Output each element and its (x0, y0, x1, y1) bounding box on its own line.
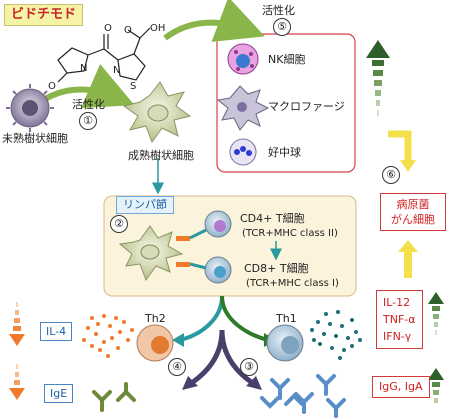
decrease-arrow-ige-icon (9, 364, 25, 400)
cd4-label: CD4+ T細胞 (240, 212, 305, 225)
neutrophil-icon (229, 138, 257, 166)
step4-arrow (188, 329, 225, 387)
th1-cytokines-box: IL-12 TNF-α IFN-γ (376, 290, 423, 349)
activation-label-1: 活性化 (72, 98, 105, 111)
step-3-badge: ③ (240, 358, 258, 376)
elimination-arrow (388, 130, 412, 162)
mature-dc-icon (122, 81, 192, 144)
il4-particles-icon (82, 314, 134, 358)
step-4-badge: ④ (168, 358, 186, 376)
pathogen-box: 病原菌 がん細胞 (380, 193, 446, 231)
igg-iga-label: IgG, IgA (372, 376, 430, 398)
lymph-dc-icon (118, 225, 190, 282)
activation-label-5: 活性化 (262, 4, 295, 17)
molecule-oh: OH (150, 23, 166, 34)
ige-label: IgE (44, 384, 74, 403)
th1-cytokine-particles-icon (310, 310, 362, 360)
molecule-o-acid: O (124, 25, 132, 36)
tnf-label: TNF-α (383, 313, 416, 326)
step-1-badge: ① (79, 112, 97, 130)
cd4-sub-label: (TCR+MHC class II) (242, 228, 338, 239)
pidotimod-molecule (57, 27, 151, 83)
cd8-label: CD8+ T細胞 (244, 262, 309, 275)
immature-dc-icon (6, 84, 54, 132)
increase-arrow-top-icon (366, 40, 390, 116)
ifn-label: IFN-γ (383, 330, 412, 343)
ige-antibody-icon (92, 382, 136, 412)
cd8-cell-icon (204, 256, 232, 284)
molecule-o-top: O (104, 23, 112, 34)
yellow-up-arrow-shaft (404, 250, 412, 278)
activation-arrow-5 (163, 0, 265, 42)
th1-branch-arrow (220, 295, 269, 342)
drug-title: ビドチモド (4, 4, 84, 26)
il12-label: IL-12 (383, 296, 411, 309)
step-5-badge: ⑤ (273, 18, 291, 36)
th2-cell-icon (136, 324, 174, 362)
increase-arrow-bottom-icon (428, 368, 444, 403)
macrophage-label: マクロファージ (268, 100, 345, 113)
macrophage-icon (216, 85, 270, 131)
th1-label: Th1 (276, 312, 297, 325)
neutrophil-label: 好中球 (268, 146, 301, 159)
th2-label: Th2 (145, 312, 166, 325)
molecule-n-left: N (80, 63, 88, 74)
molecule-o-ring: O (48, 81, 56, 92)
pathogen-label: 病原菌 (396, 198, 430, 211)
cancer-cell-label: がん細胞 (391, 213, 435, 226)
step3-arrow (219, 329, 256, 387)
mature-dc-label: 成熟樹状細胞 (128, 149, 194, 162)
il4-label: IL-4 (40, 322, 73, 341)
cd4-cell-icon (204, 210, 232, 238)
nk-cell-label: NK細胞 (268, 53, 306, 66)
step-2-badge: ② (110, 215, 128, 233)
increase-arrow-mid-icon (428, 292, 444, 335)
immature-dc-label: 未熟樹状細胞 (2, 132, 68, 145)
step-6-badge: ⑥ (382, 166, 400, 184)
igg-antibody-icon (260, 374, 346, 418)
lymph-node-label: リンパ節 (116, 196, 174, 214)
molecule-n-right: N (113, 65, 121, 76)
decrease-arrow-il4-icon (9, 302, 25, 346)
cd8-sub-label: (TCR+MHC class I) (246, 278, 339, 289)
th1-cell-icon (266, 324, 304, 362)
th2-branch-arrow (179, 295, 224, 342)
molecule-s: S (130, 81, 137, 92)
nk-cell-icon (227, 43, 259, 75)
